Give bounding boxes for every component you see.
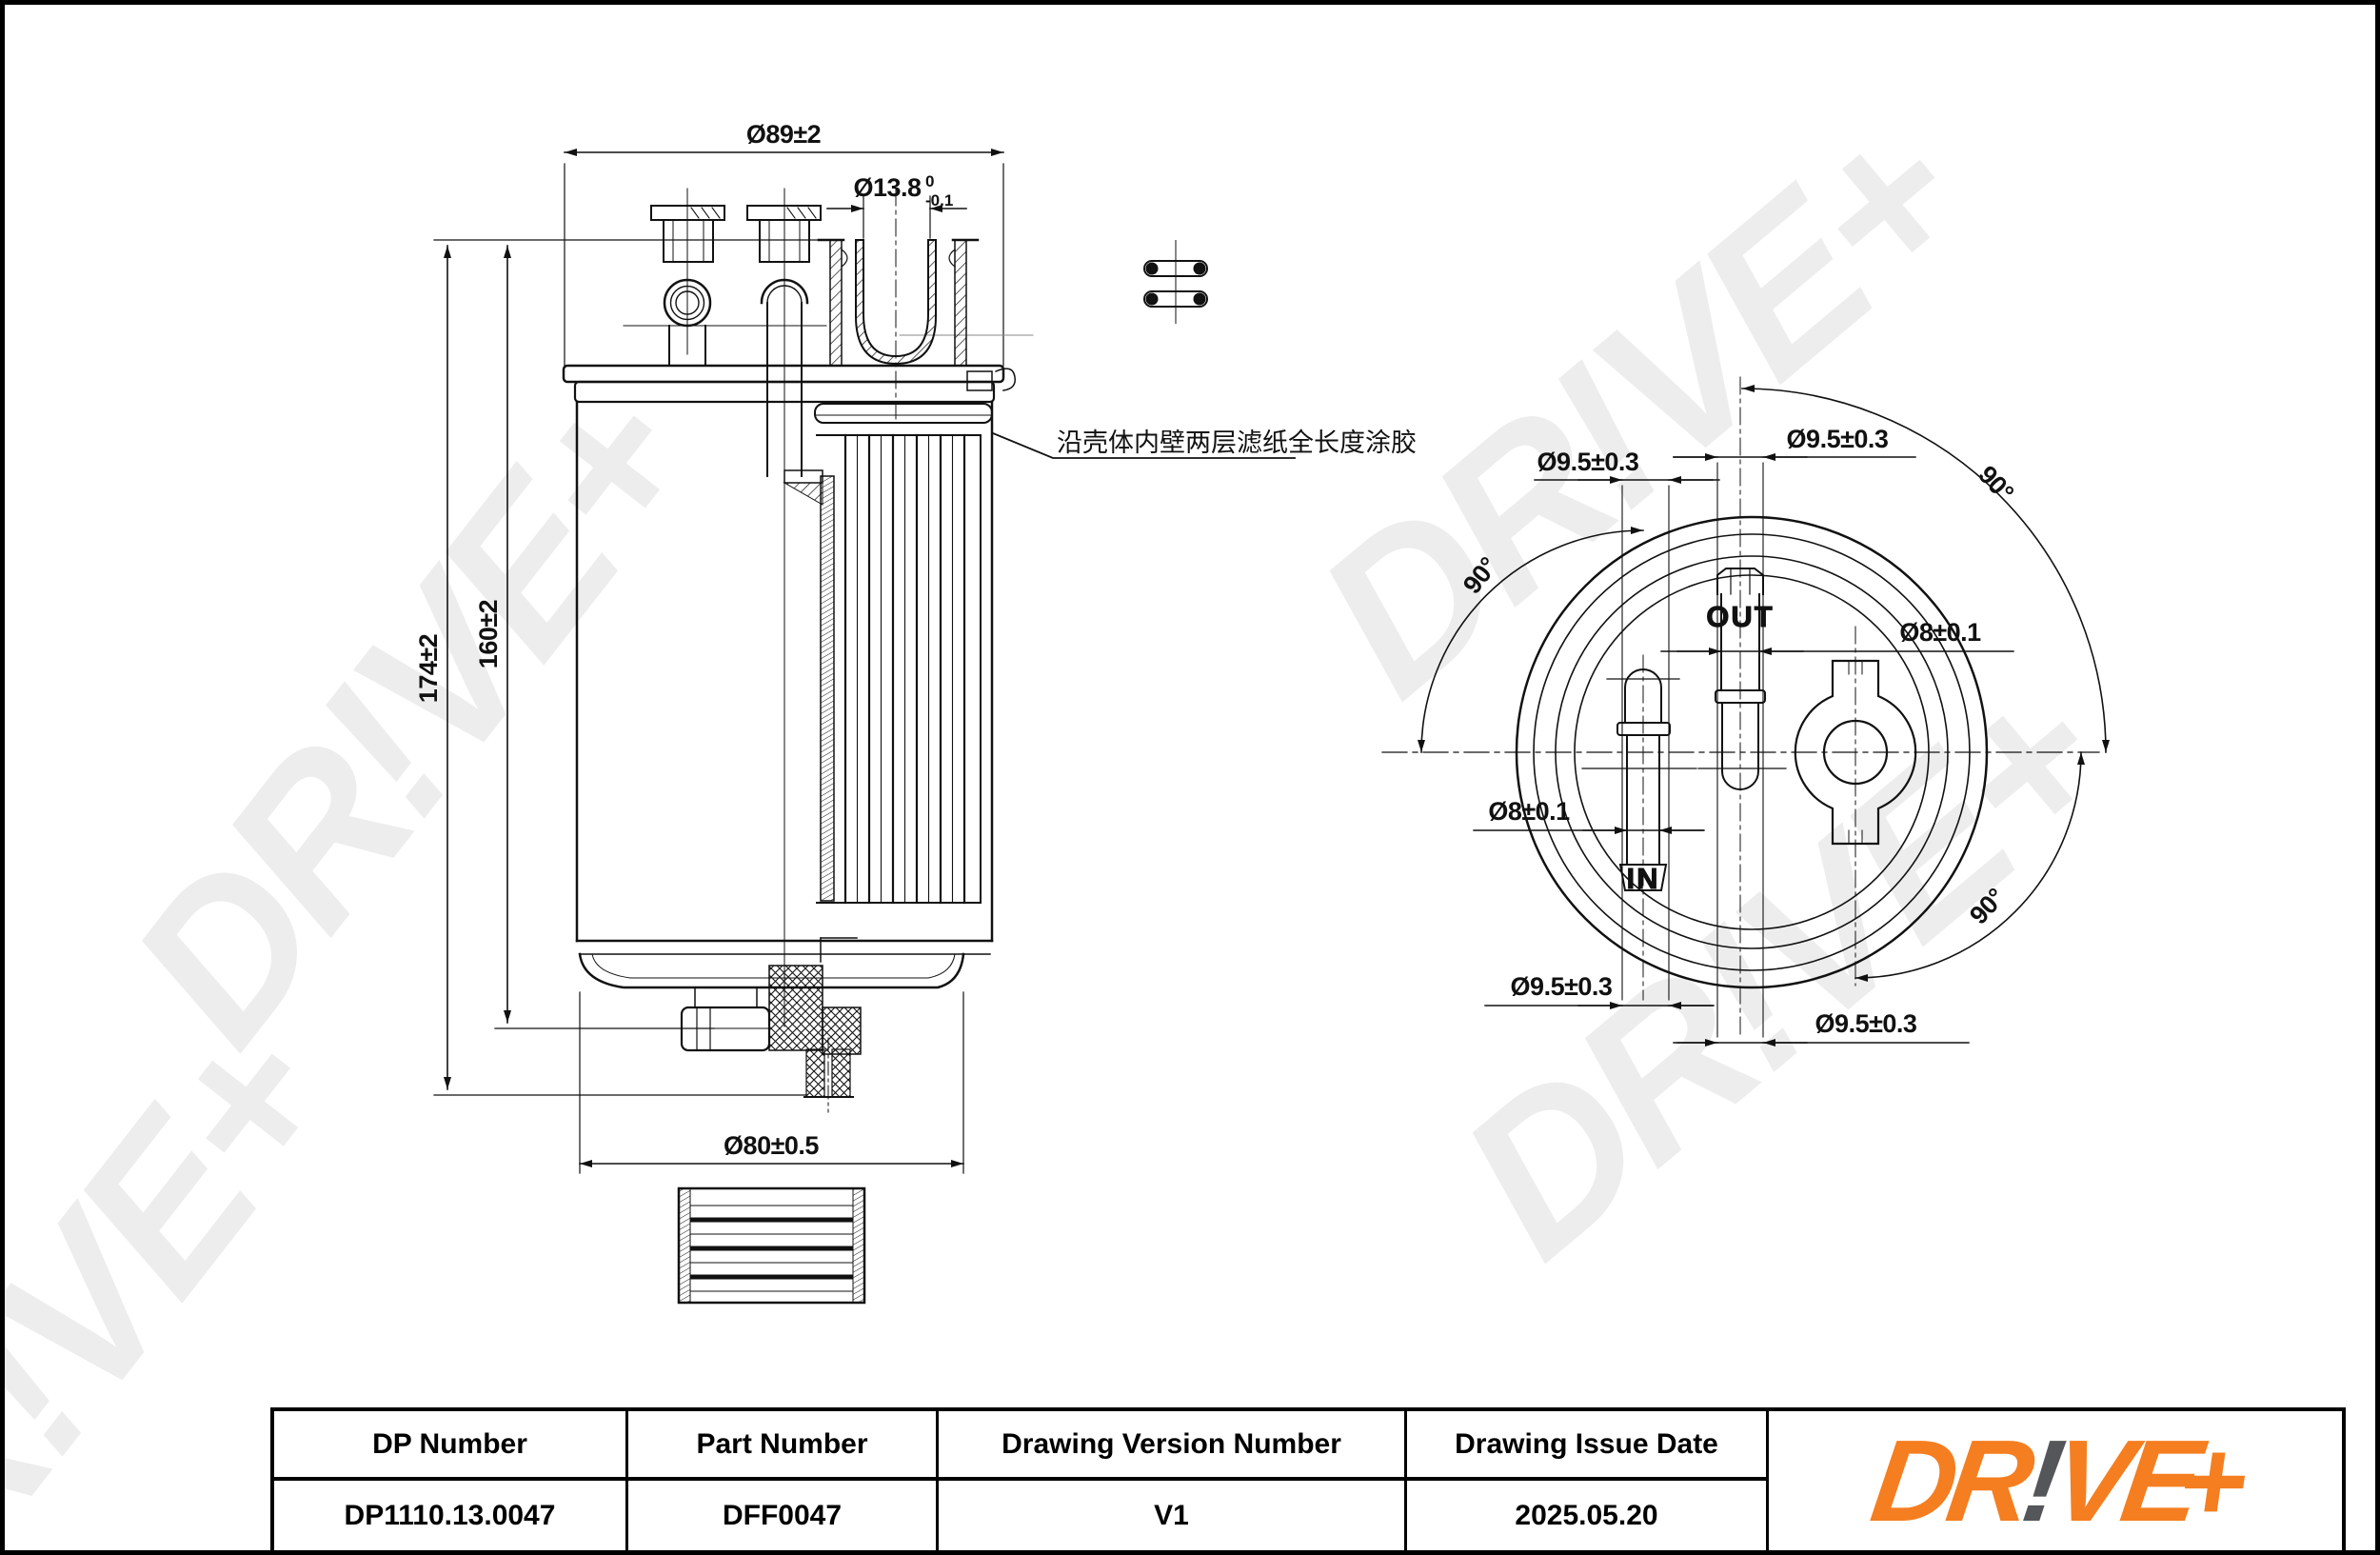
dim-label-in-bottom: Ø9.5±0.3 <box>1511 972 1613 1001</box>
dim-label-in-bore: Ø8±0.1 <box>1488 797 1570 826</box>
value-drawing-version: V1 <box>939 1481 1407 1550</box>
header-issue-date: Drawing Issue Date <box>1407 1411 1769 1481</box>
angle-label-top-right: 90° <box>1973 460 2019 507</box>
brand-watermarks: DR!VE+ DR!VE+ DR!VE+ DR!VE+ <box>0 74 2146 1555</box>
value-dp-number: DP1110.13.0047 <box>274 1481 628 1550</box>
dim-in-top: Ø9.5±0.3 <box>1534 448 1720 484</box>
dim-label-bottom-width: Ø80±0.5 <box>724 1131 819 1160</box>
housing-body <box>575 400 994 943</box>
header-dp-number: DP Number <box>274 1411 628 1481</box>
side-section-view: Ø89±2 Ø13.8 0 -0.1 174±2 160±2 <box>414 120 1417 1174</box>
value-part-number: DFF0047 <box>628 1481 939 1550</box>
dim-label-top-width: Ø89±2 <box>746 120 821 149</box>
dim-out-bottom: Ø9.5±0.3 <box>1673 1009 1970 1047</box>
glue-note-text: 沿壳体内壁两层滤纸全长度涂胶 <box>1057 429 1417 458</box>
housing-lid <box>562 364 1016 424</box>
housing-bowl <box>575 939 994 989</box>
title-block: DP Number Part Number Drawing Version Nu… <box>270 1407 2346 1554</box>
port-middle <box>746 205 822 477</box>
dim-label-out-bottom: Ø9.5±0.3 <box>1815 1009 1917 1038</box>
filter-element <box>783 433 982 963</box>
dim-center-port: Ø13.8 0 -0.1 <box>826 172 967 239</box>
driveplus-logo: DR!VE+ <box>1864 1416 2247 1545</box>
dim-in-bore: Ø8±0.1 <box>1473 797 1705 834</box>
header-part-number: Part Number <box>628 1411 939 1481</box>
dim-in-bottom: Ø9.5±0.3 <box>1484 972 1715 1009</box>
port-center-tube <box>817 238 980 367</box>
dim-bottom-width: Ø80±0.5 <box>579 991 964 1174</box>
seal-detail <box>1143 240 1208 324</box>
dim-label-center-port-tol-lower: -0.1 <box>925 191 953 209</box>
dim-height-inner: 160±2 <box>474 245 715 1029</box>
dim-label-center-port: Ø13.8 <box>853 173 922 202</box>
top-view: IN OUT <box>1381 376 2110 1047</box>
dim-top-width: Ø89±2 <box>564 120 1004 367</box>
dim-label-out-bore: Ø8±0.1 <box>1899 618 1981 647</box>
dim-label-center-port-tol-upper: 0 <box>925 172 934 190</box>
media-detail <box>677 1186 866 1305</box>
value-issue-date: 2025.05.20 <box>1407 1481 1769 1550</box>
watermark-text: DR!VE+ <box>1275 74 2003 740</box>
dim-height-outer: 174±2 <box>414 239 839 1096</box>
watermark-text: DR!VE+ <box>85 347 735 1085</box>
port-left <box>650 205 725 367</box>
dim-label-height-outer: 174±2 <box>414 634 443 703</box>
logo-cell: DR!VE+ <box>1769 1411 2342 1550</box>
dim-label-height-inner: 160±2 <box>474 600 503 668</box>
out-label: OUT <box>1706 600 1774 633</box>
bottom-fitting <box>680 965 862 1113</box>
in-label: IN <box>1627 862 1660 895</box>
glue-note: 沿壳体内壁两层滤纸全长度涂胶 <box>991 429 1417 459</box>
logo-part-dr: DR <box>1864 1416 2033 1545</box>
dim-label-in-top: Ø9.5±0.3 <box>1537 448 1639 476</box>
header-drawing-version: Drawing Version Number <box>939 1411 1407 1481</box>
dim-label-out-top: Ø9.5±0.3 <box>1787 425 1889 453</box>
